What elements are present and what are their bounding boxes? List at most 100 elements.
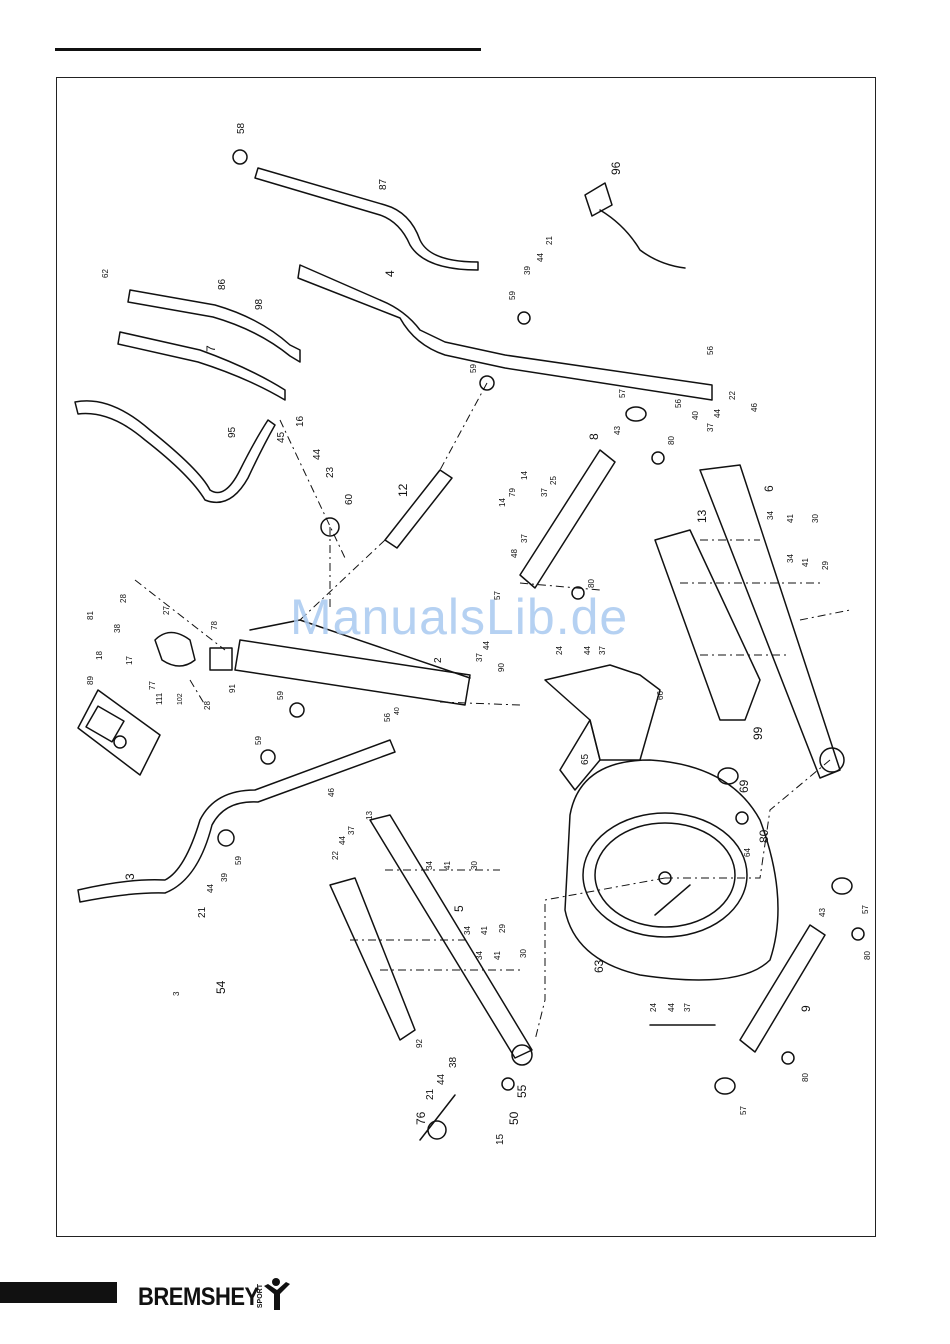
label-46b: 46 — [327, 788, 336, 797]
label-30c: 30 — [519, 949, 528, 958]
washer-55 — [501, 1077, 515, 1091]
label-40a: 40 — [691, 411, 700, 420]
label-80d: 80 — [863, 951, 872, 960]
flywheel-cover-63 — [564, 759, 779, 981]
label-44e: 44 — [583, 646, 592, 655]
label-59c: 59 — [276, 691, 285, 700]
label-38b: 38 — [448, 1056, 459, 1068]
console-knob — [113, 735, 127, 749]
leveler-80 — [781, 1051, 795, 1065]
label-59e: 59 — [234, 856, 243, 865]
label-80e: 80 — [801, 1073, 810, 1082]
label-65: 65 — [580, 753, 591, 765]
label-37d: 37 — [475, 653, 484, 662]
label-50: 50 — [507, 1111, 521, 1125]
label-34c: 34 — [425, 861, 434, 870]
label-59d: 59 — [254, 736, 263, 745]
bushing-59 — [479, 375, 495, 391]
label-87: 87 — [378, 178, 389, 190]
handlebar-3 — [77, 739, 396, 903]
handlebar-4 — [297, 264, 713, 401]
pedal-99 — [654, 529, 761, 721]
label-57b: 57 — [493, 591, 502, 600]
label-56c: 56 — [383, 713, 392, 722]
exploded-view-diagram: 58 87 96 62 86 98 4 7 21 39 44 59 95 16 … — [74, 122, 872, 1145]
label-69: 69 — [737, 779, 751, 793]
label-2: 2 — [433, 657, 444, 663]
frame-66 — [544, 664, 661, 761]
label-44a: 44 — [536, 253, 545, 262]
cap-69 — [717, 767, 739, 785]
label-89: 89 — [86, 676, 95, 685]
label-78: 78 — [210, 621, 219, 630]
label-24a: 24 — [555, 646, 564, 655]
label-76: 76 — [414, 1111, 428, 1125]
label-27: 27 — [162, 606, 171, 615]
leveler-80-c — [735, 811, 749, 825]
label-15: 15 — [495, 1133, 506, 1145]
bolt-set-left — [419, 1094, 456, 1141]
label-62: 62 — [101, 269, 110, 278]
label-57a: 57 — [618, 389, 627, 398]
label-86: 86 — [217, 278, 228, 290]
housing-77 — [154, 631, 196, 667]
brand-logo: BREMSHEY — [138, 1278, 296, 1312]
label-21c: 21 — [425, 1088, 436, 1100]
figure-icon — [263, 1278, 290, 1310]
label-44d: 44 — [482, 641, 491, 650]
bushing-59-e — [217, 829, 235, 847]
knob-60 — [320, 517, 340, 537]
label-43b: 43 — [818, 908, 827, 917]
label-9: 9 — [799, 1005, 813, 1012]
label-96: 96 — [609, 161, 623, 175]
label-34d: 34 — [463, 926, 472, 935]
label-77: 77 — [148, 681, 157, 690]
label-28b: 28 — [203, 701, 212, 710]
label-44c: 44 — [713, 409, 722, 418]
bushing-59-d — [260, 749, 276, 765]
footer-bar — [0, 1282, 117, 1303]
label-12: 12 — [396, 483, 410, 497]
label-23: 23 — [325, 466, 336, 478]
label-56a: 56 — [706, 346, 715, 355]
label-57c: 57 — [861, 905, 870, 914]
label-7: 7 — [204, 345, 218, 352]
end-cap-58 — [232, 149, 248, 165]
adapter-cable — [599, 209, 686, 269]
label-22b: 22 — [331, 851, 340, 860]
label-37b: 37 — [540, 488, 549, 497]
leveler-80-b — [851, 927, 865, 941]
label-16: 16 — [295, 415, 306, 427]
label-111: 111 — [155, 692, 164, 705]
label-59a: 59 — [508, 291, 517, 300]
label-8: 8 — [587, 433, 601, 440]
label-30a: 30 — [811, 514, 820, 523]
brand-sub: SPORT — [257, 1284, 264, 1309]
label-39a: 39 — [523, 266, 532, 275]
label-21b: 21 — [197, 906, 208, 918]
label-44i: 44 — [436, 1073, 447, 1085]
label-14b: 14 — [520, 471, 529, 480]
watermark: ManualsLib.de — [290, 589, 629, 645]
label-41a: 41 — [786, 514, 795, 523]
label-17: 17 — [125, 656, 134, 665]
label-37c: 37 — [520, 534, 529, 543]
handle-95 — [74, 400, 276, 504]
label-44f: 44 — [206, 884, 215, 893]
bushing-59-b — [517, 311, 531, 325]
label-5: 5 — [452, 905, 466, 912]
label-29b: 29 — [498, 924, 507, 933]
label-41e: 41 — [493, 951, 502, 960]
knob-76 — [427, 1120, 447, 1140]
label-55: 55 — [515, 1084, 529, 1098]
label-44g: 44 — [338, 836, 347, 845]
label-41d: 41 — [480, 926, 489, 935]
diagram-frame — [56, 77, 876, 1237]
adapter-96 — [584, 182, 613, 217]
pedal-arm-5 — [369, 814, 533, 1059]
label-37g: 37 — [683, 1003, 692, 1012]
label-18: 18 — [95, 651, 104, 660]
label-80a: 80 — [667, 436, 676, 445]
label-34b: 34 — [786, 554, 795, 563]
label-102: 102 — [177, 693, 184, 705]
